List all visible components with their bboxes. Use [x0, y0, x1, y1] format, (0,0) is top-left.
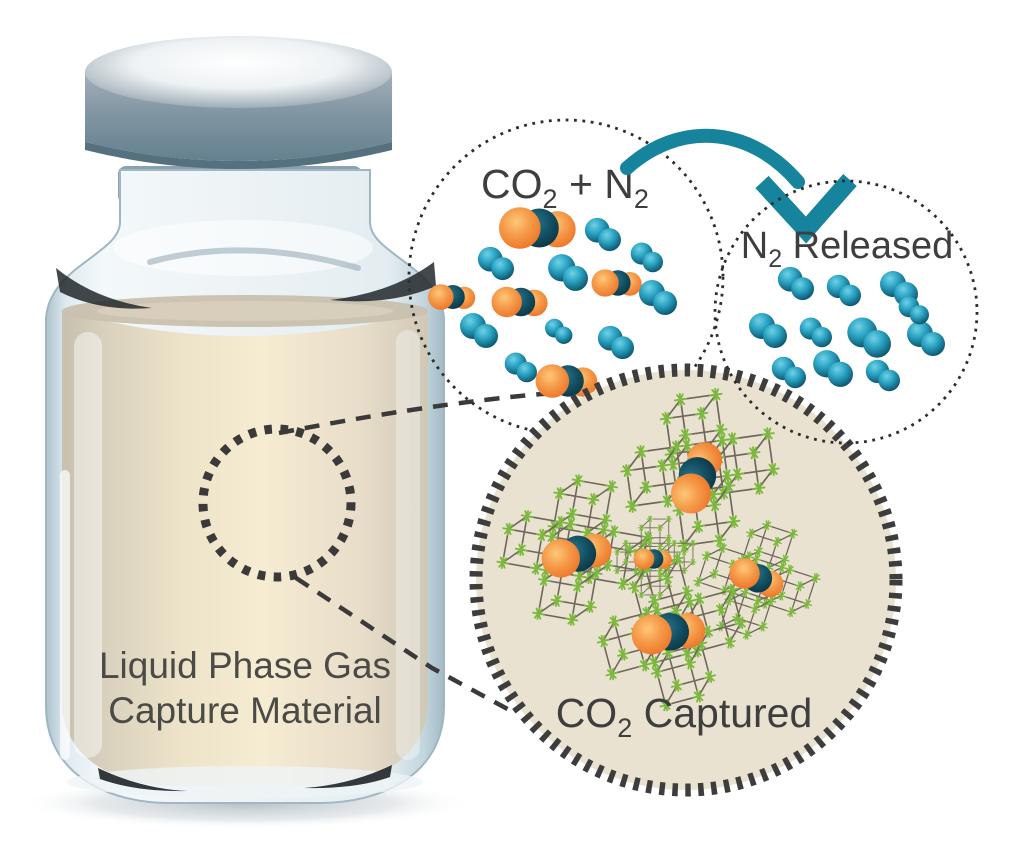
- captured-bubble: CO2 Captured: [469, 363, 903, 797]
- callout-line-bottom: [294, 576, 515, 714]
- vial-cap-top: [85, 36, 392, 108]
- released-heading: N2 Released: [741, 225, 953, 273]
- vial-liquid: [62, 310, 428, 786]
- reaction-arrow-icon: [620, 128, 857, 244]
- neck-swoosh: [147, 247, 361, 271]
- co2-molecule: [428, 284, 476, 310]
- released-bubble-ring: [713, 179, 979, 445]
- gas-mixture-bubble-ring: [407, 118, 725, 436]
- bottom-accent-right: [304, 765, 392, 789]
- shoulder-accent-right: [330, 262, 436, 302]
- gas-mixture-heading: CO2 + N2: [481, 161, 649, 214]
- sample-vial: Liquid Phase Gas Capture Material: [17, 36, 473, 829]
- liquid-surface-inner: [97, 301, 393, 321]
- captured-co2-molecule: [633, 548, 672, 570]
- captured-bubble-ring: [469, 363, 903, 797]
- co2-molecule: [499, 207, 576, 249]
- co2-molecule: [491, 286, 548, 318]
- captured-bubble-fill: [476, 370, 896, 790]
- glass-highlight-left: [74, 332, 102, 758]
- captured-heading: CO2 Captured: [556, 690, 813, 743]
- vial-cap-rim: [85, 142, 392, 169]
- gas-mixture-bubble: CO2 + N2: [428, 161, 677, 398]
- shoulder-accent-left: [56, 268, 152, 309]
- magnifier-source-circle: [198, 424, 356, 582]
- glass-highlight-right: [396, 330, 420, 760]
- reaction-arrow-curve: [620, 128, 805, 189]
- reaction-arrow-head: [755, 174, 857, 244]
- bottom-accent-left: [98, 768, 188, 792]
- glass-streak-left: [60, 470, 70, 760]
- vial-label-line1: Liquid Phase Gas: [99, 645, 391, 686]
- co2-molecule: [591, 269, 642, 297]
- vial-label-line2: Capture Material: [108, 690, 382, 731]
